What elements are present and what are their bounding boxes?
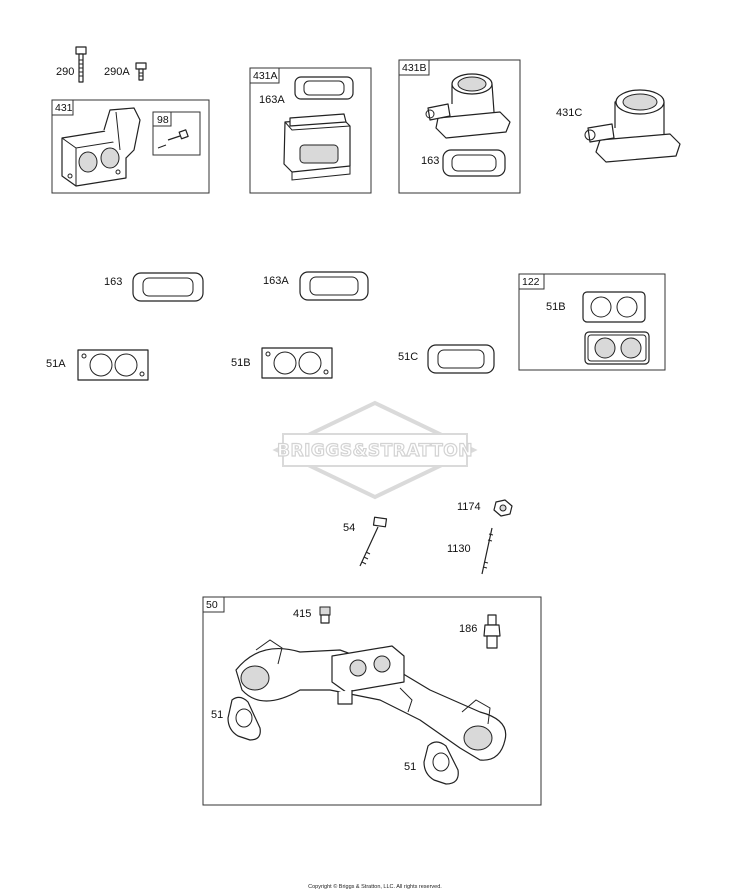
- label-122: 122: [522, 276, 540, 288]
- label-50: 50: [206, 599, 218, 611]
- part-163-gasket-431b[interactable]: [442, 149, 506, 177]
- box-431: [51, 99, 210, 194]
- part-290a-screw[interactable]: [135, 62, 147, 81]
- label-186: 186: [459, 623, 477, 635]
- part-51b-gasket[interactable]: [261, 347, 333, 379]
- part-51a-gasket[interactable]: [77, 349, 149, 381]
- label-54: 54: [343, 522, 355, 534]
- label-163-in-431b: 163: [421, 155, 439, 167]
- box-431a: [249, 67, 372, 194]
- box-431b: [398, 59, 521, 194]
- label-431b: 431B: [402, 62, 427, 74]
- watermark-text: BRIGGS&STRATTON: [277, 441, 473, 461]
- brand-watermark: BRIGGS&STRATTON: [272, 400, 478, 500]
- part-415-plug[interactable]: [319, 606, 331, 624]
- label-51-left: 51: [211, 709, 223, 721]
- part-431a-adapter[interactable]: [283, 113, 351, 181]
- part-122-gasket-kit-thick[interactable]: [584, 331, 650, 365]
- part-186-fitting[interactable]: [483, 614, 501, 649]
- part-431c-elbow-adapter[interactable]: [584, 89, 681, 163]
- label-415: 415: [293, 608, 311, 620]
- label-51a: 51A: [46, 358, 66, 370]
- part-54-bolt[interactable]: [359, 516, 388, 567]
- part-51-gasket-left[interactable]: [227, 696, 261, 741]
- part-50-intake-manifold[interactable]: [235, 639, 507, 761]
- part-163a-gasket-top[interactable]: [294, 76, 354, 100]
- part-163a-gasket[interactable]: [299, 271, 369, 301]
- part-51-gasket-right[interactable]: [423, 741, 459, 785]
- label-163: 163: [104, 276, 122, 288]
- part-51c-gasket[interactable]: [427, 344, 495, 374]
- part-1174-nut[interactable]: [493, 499, 513, 517]
- label-51c: 51C: [398, 351, 418, 363]
- part-1130-stud[interactable]: [481, 527, 494, 575]
- label-51b-kit: 51B: [546, 301, 566, 313]
- part-98-bolt-kit[interactable]: [157, 129, 189, 149]
- label-1130: 1130: [447, 543, 471, 555]
- label-431a: 431A: [253, 70, 278, 82]
- box-122: [518, 273, 666, 371]
- label-290: 290: [56, 66, 74, 78]
- part-431-intake-adapter[interactable]: [61, 107, 141, 187]
- part-290-bolt[interactable]: [75, 46, 87, 83]
- box-50: [202, 596, 542, 806]
- box-98: [152, 111, 201, 156]
- label-163a-top: 163A: [259, 94, 285, 106]
- label-51b: 51B: [231, 357, 251, 369]
- part-431b-elbow-adapter[interactable]: [425, 73, 511, 139]
- part-163-gasket[interactable]: [132, 272, 204, 302]
- label-51-right: 51: [404, 761, 416, 773]
- copyright-notice: Copyright © Briggs & Stratton, LLC. All …: [308, 884, 442, 890]
- label-163a: 163A: [263, 275, 289, 287]
- label-290a: 290A: [104, 66, 130, 78]
- label-98: 98: [157, 114, 169, 126]
- part-51b-gasket-kit[interactable]: [582, 291, 646, 323]
- label-1174: 1174: [457, 501, 481, 513]
- label-431c: 431C: [556, 107, 582, 119]
- label-431: 431: [55, 102, 73, 114]
